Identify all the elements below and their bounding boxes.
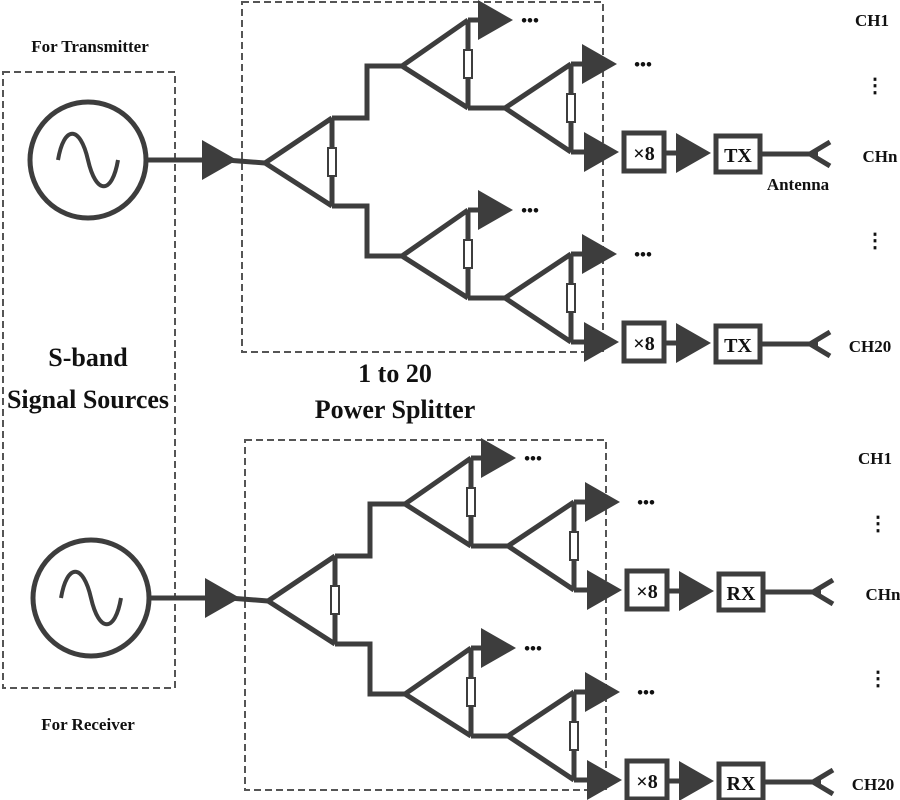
splitter-triangle <box>503 499 576 593</box>
splitter-triangle <box>500 61 573 155</box>
continuation-dots: ••• <box>521 11 539 30</box>
isolation-resistor-icon <box>466 487 476 517</box>
splitter-input-line <box>228 595 269 604</box>
isolation-resistor-icon <box>327 147 337 177</box>
antenna-icon <box>805 329 832 359</box>
tx-block-label: TX <box>724 335 752 357</box>
isolation-resistor-icon <box>569 531 579 561</box>
for-receiver-label: For Receiver <box>41 715 135 734</box>
vertical-dots: ⋮ <box>865 75 885 97</box>
isolation-resistor-icon <box>463 49 473 79</box>
continuation-dots: ••• <box>637 493 655 512</box>
continuation-dots: ••• <box>634 55 652 74</box>
isolation-resistor-icon <box>463 239 473 269</box>
channel-label-n: CHn <box>866 585 900 604</box>
continuation-dots: ••• <box>634 245 652 264</box>
vertical-dots: ⋮ <box>868 513 888 535</box>
channel-label-last: CH20 <box>852 775 895 794</box>
isolation-resistor-icon <box>466 677 476 707</box>
channel-label-first: CH1 <box>855 11 889 30</box>
multiplier-label: ×8 <box>636 771 657 793</box>
multiplier-label: ×8 <box>636 581 657 603</box>
tx-block-label: TX <box>724 145 752 167</box>
splitter-label-line2: Power Splitter <box>315 395 476 424</box>
splitter-triangle <box>260 115 334 209</box>
isolation-resistor-icon <box>330 585 340 615</box>
branch-line <box>335 501 405 559</box>
splitter-triangle <box>397 17 470 111</box>
sine-wave-icon <box>59 569 123 627</box>
rx-block-label: RX <box>727 773 756 795</box>
power-splitter-box <box>241 1 604 353</box>
splitter-triangle <box>400 645 473 739</box>
isolation-resistor-icon <box>569 721 579 751</box>
sine-wave-icon <box>56 131 120 189</box>
channel-label-n: CHn <box>863 147 899 166</box>
splitter-triangle <box>500 251 573 345</box>
vertical-dots: ⋮ <box>868 668 888 690</box>
continuation-dots: ••• <box>637 683 655 702</box>
splitter-triangle <box>263 553 337 647</box>
channel-label-first: CH1 <box>858 449 892 468</box>
splitter-triangle <box>400 455 473 549</box>
branch-line <box>332 203 402 259</box>
isolation-resistor-icon <box>566 93 576 123</box>
antenna-icon <box>808 767 835 797</box>
for-transmitter-label: For Transmitter <box>31 37 149 56</box>
splitter-triangle <box>397 207 470 301</box>
continuation-dots: ••• <box>524 449 542 468</box>
splitter-triangle <box>503 689 576 783</box>
antenna-label: Antenna <box>767 175 830 194</box>
branch-line <box>335 641 405 697</box>
channel-label-last: CH20 <box>849 337 892 356</box>
sources-title-line2: Signal Sources <box>7 385 169 414</box>
splitter-label-line1: 1 to 20 <box>358 359 432 388</box>
multiplier-label: ×8 <box>633 143 654 165</box>
antenna-icon <box>805 139 832 169</box>
rx-block-label: RX <box>727 583 756 605</box>
vertical-dots: ⋮ <box>865 230 885 252</box>
sources-title-line1: S-band <box>48 343 128 372</box>
continuation-dots: ••• <box>521 201 539 220</box>
continuation-dots: ••• <box>524 639 542 658</box>
antenna-icon <box>808 577 835 607</box>
power-splitter-box <box>244 439 607 791</box>
signal-sources-box <box>2 71 176 689</box>
branch-line <box>332 63 402 121</box>
splitter-input-line <box>225 157 266 166</box>
isolation-resistor-icon <box>566 283 576 313</box>
multiplier-label: ×8 <box>633 333 654 355</box>
